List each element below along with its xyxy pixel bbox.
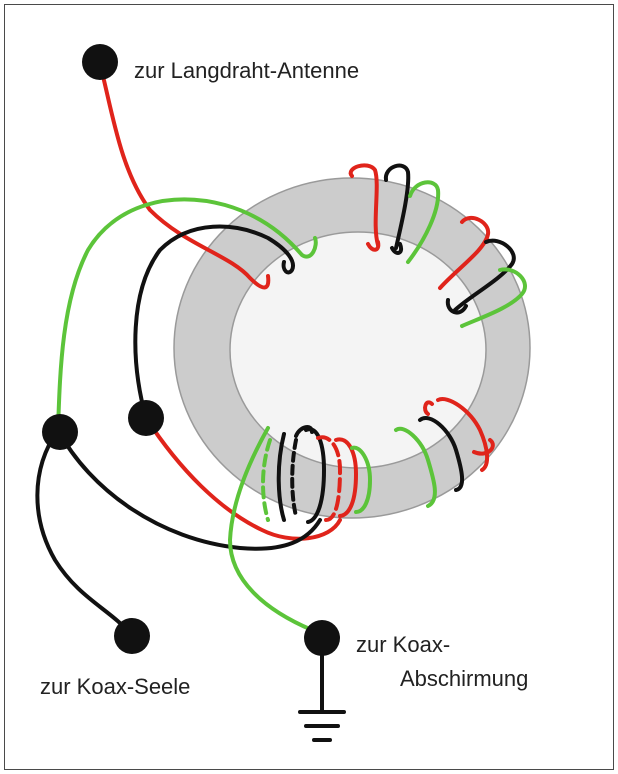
- terminal-left-junction: [42, 414, 78, 450]
- label-antenna: zur Langdraht-Antenne: [134, 58, 360, 83]
- label-coax-shield-line1: zur Koax-: [356, 632, 451, 657]
- label-coax-core: zur Koax-Seele: [40, 674, 191, 699]
- windings-lower-right: [394, 397, 495, 508]
- terminal-middle-junction: [128, 400, 164, 436]
- windings-bottom: [261, 425, 373, 524]
- label-coax-shield-line2: Abschirmung: [400, 666, 529, 691]
- terminal-coax-core: [114, 618, 150, 654]
- green-wire-coax-shield: [227, 426, 314, 632]
- black-wire-coax-core: [35, 428, 134, 638]
- toroid-core: [173, 177, 531, 519]
- label-coax-shield: zur Koax- Abschirmung: [356, 628, 528, 696]
- red-wire-lower: [144, 416, 342, 541]
- green-wire-loop: [56, 197, 318, 432]
- windings-top: [348, 163, 441, 264]
- terminal-antenna: [82, 44, 118, 80]
- windings-right: [438, 215, 527, 328]
- black-wire-loop: [133, 224, 295, 420]
- black-wire-lower: [56, 428, 322, 551]
- terminal-coax-shield: [304, 620, 340, 656]
- ground-symbol-icon: [298, 654, 346, 742]
